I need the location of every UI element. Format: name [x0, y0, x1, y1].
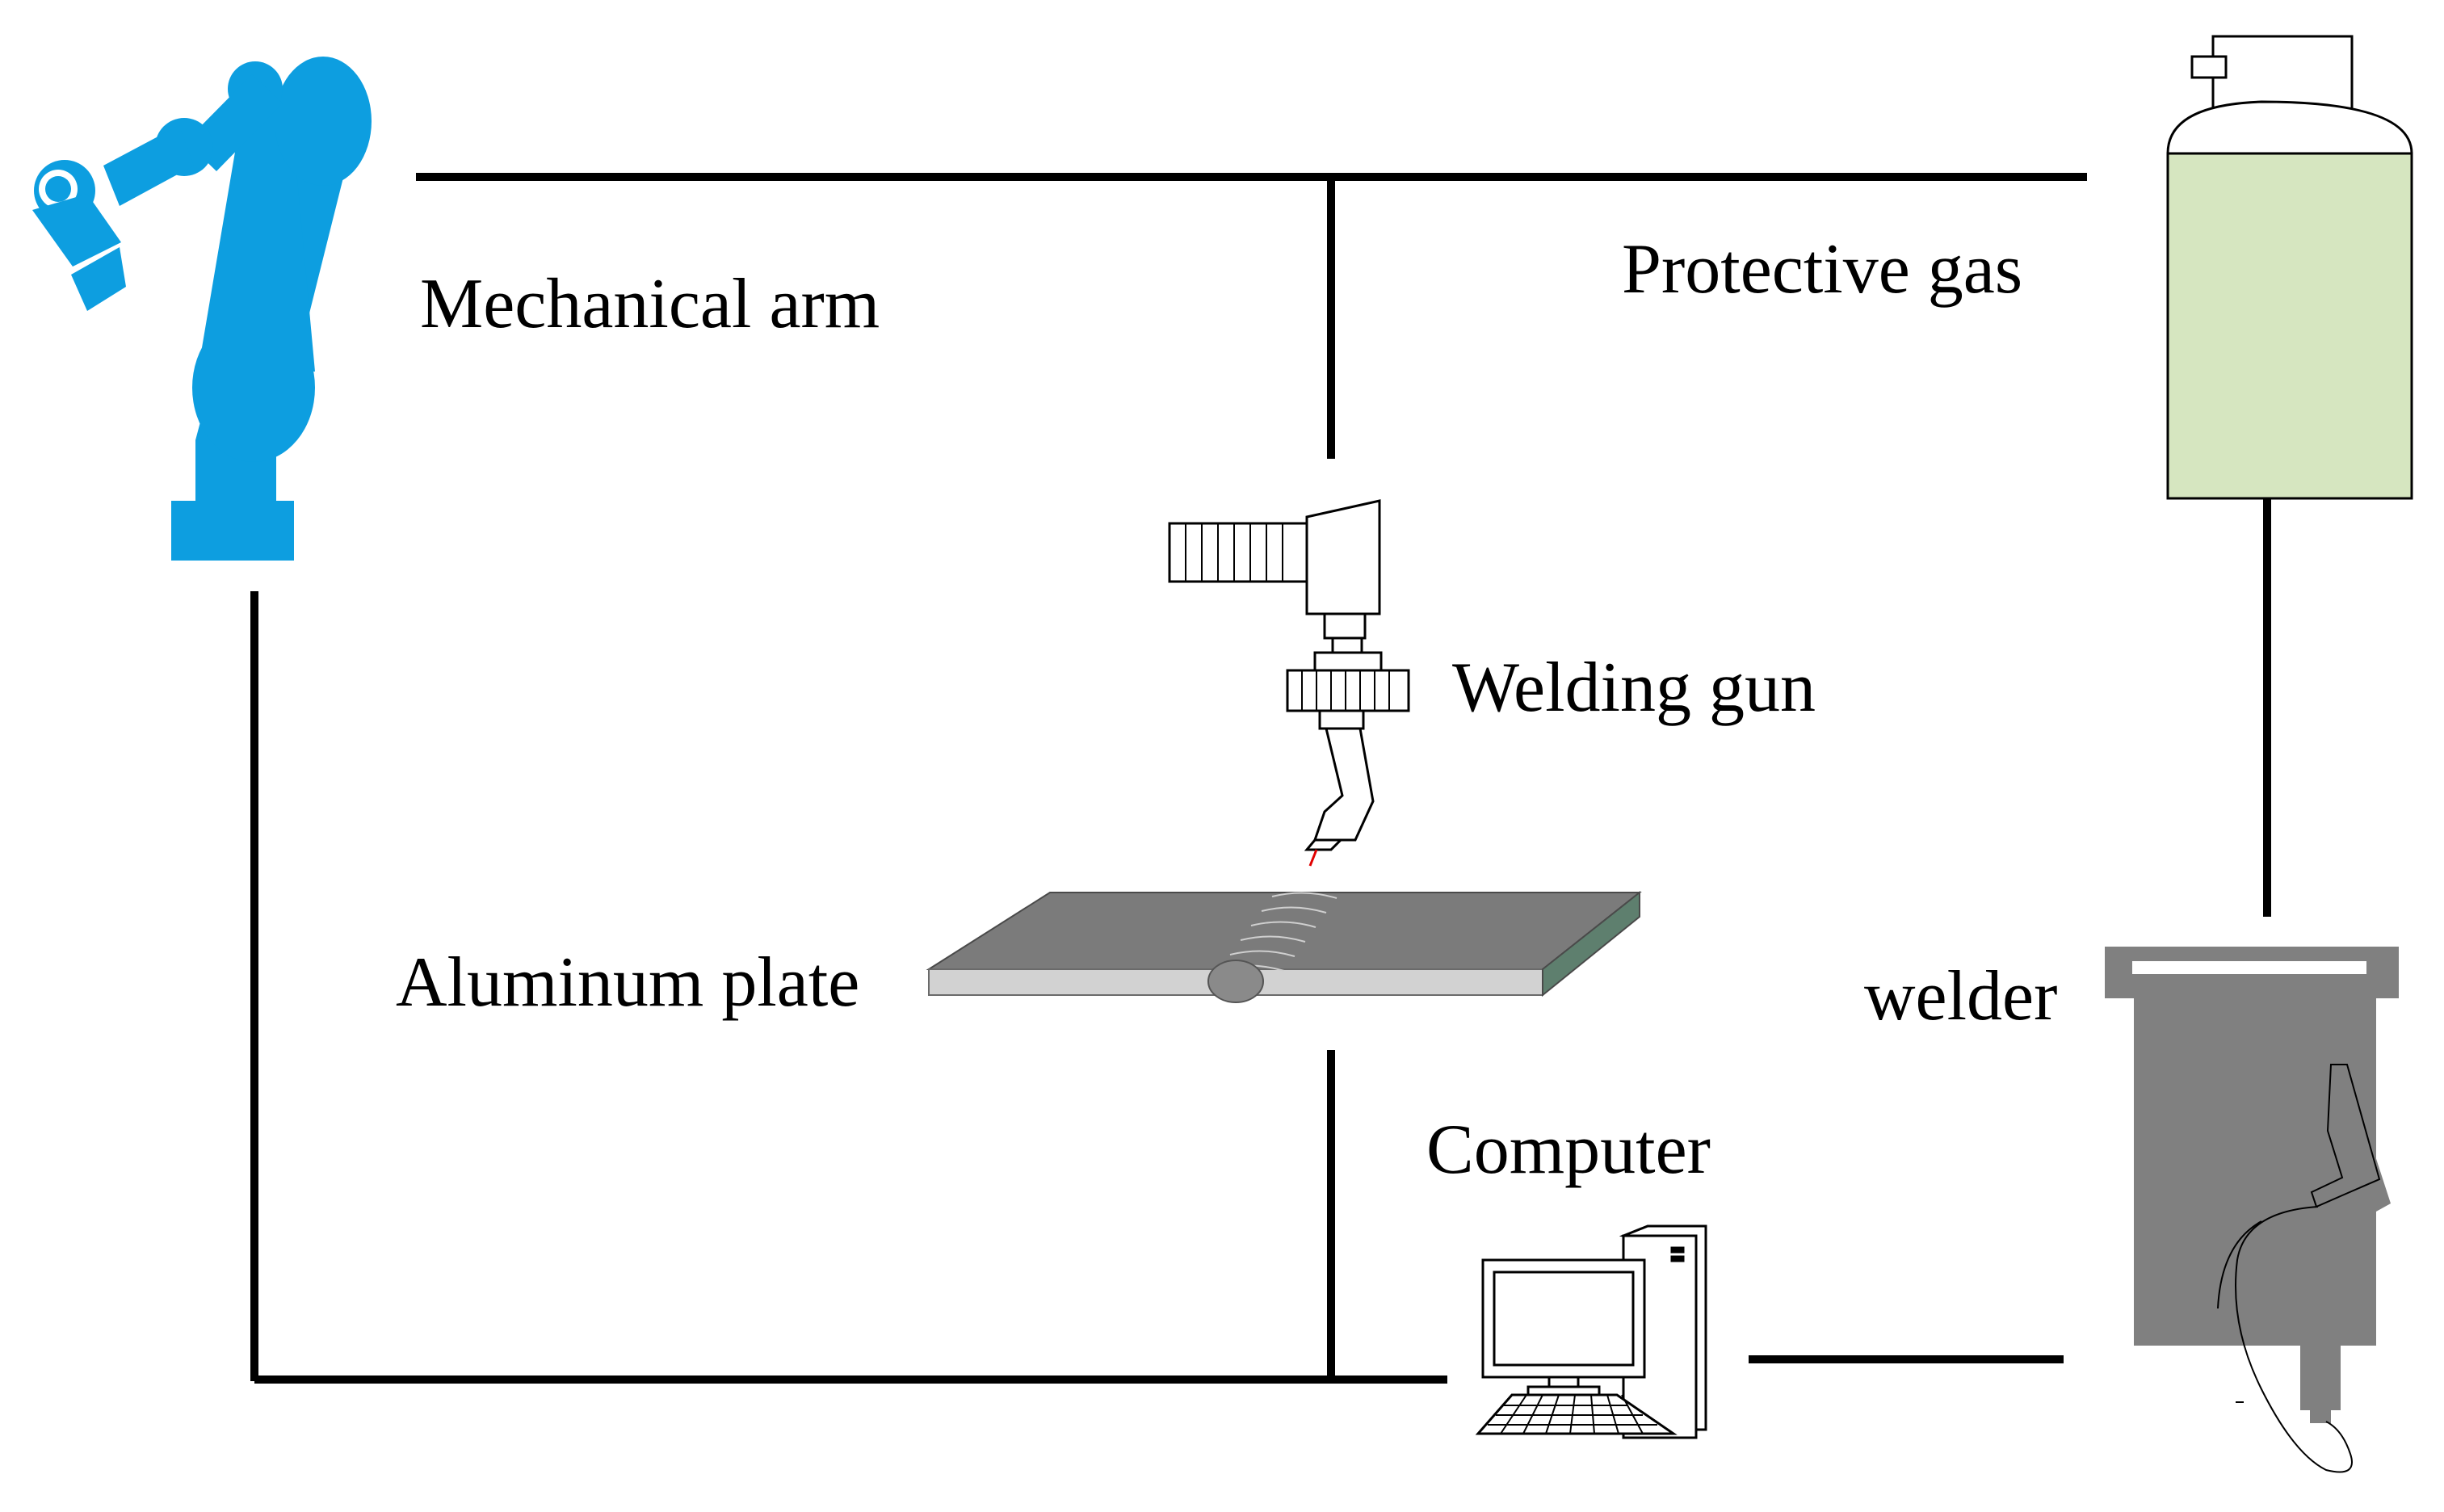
label-computer: Computer: [1426, 1111, 1711, 1189]
gas-cylinder-icon: [2166, 35, 2413, 500]
welder-machine-icon: [2105, 947, 2399, 1473]
label-aluminum-plate: Aluminum plate: [396, 943, 859, 1022]
robot-arm-icon: [32, 57, 372, 561]
computer-icon: [1475, 1224, 1707, 1439]
welding-gun-icon: [1168, 499, 1410, 867]
label-protective-gas: Protective gas: [1622, 230, 2022, 309]
label-welding-gun: Welding gun: [1452, 649, 1816, 727]
aluminum-plate-icon: [926, 890, 1642, 1003]
label-welder: welder: [1864, 957, 2057, 1035]
label-mechanical-arm: Mechanical arm: [420, 265, 880, 343]
connection-lines: [250, 173, 2271, 1384]
